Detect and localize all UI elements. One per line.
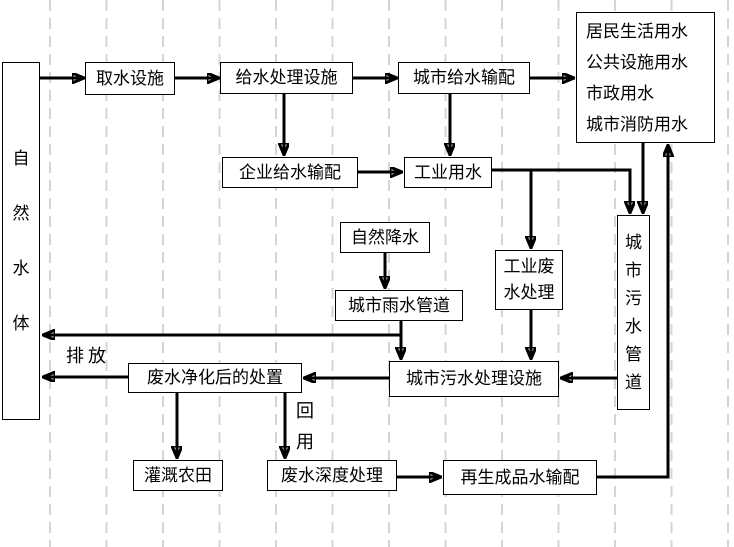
- vertical-char: 城: [625, 233, 642, 252]
- node-recycled-water-distribution: 再生成品水输配: [443, 460, 597, 495]
- vertical-char: 自: [12, 149, 30, 168]
- node-natural-precipitation: 自然降水: [340, 222, 430, 253]
- node-enterprise-water-distribution: 企业给水输配: [222, 157, 358, 188]
- node-water-intake: 取水设施: [85, 62, 175, 95]
- city-water-use-line: 城市消防用水: [586, 114, 688, 134]
- vertical-char: 市: [625, 261, 642, 280]
- node-advanced-wastewater-treatment: 废水深度处理: [267, 460, 397, 491]
- arrow-industrial-use-to-sewage-pipes: [492, 168, 630, 213]
- vertical-char: 用: [296, 432, 314, 452]
- node-city-water-distribution: 城市给水输配: [398, 62, 530, 94]
- node-city-water-use: 居民生活用水 公共设施用水 市政用水 城市消防用水: [576, 12, 715, 143]
- vertical-char: 污: [625, 289, 642, 308]
- city-water-use-line: 居民生活用水: [586, 21, 688, 41]
- node-industrial-water-use: 工业用水: [404, 157, 492, 188]
- vertical-char: 体: [12, 314, 30, 333]
- vertical-char: 然: [12, 204, 30, 223]
- node-farmland-irrigation: 灌溉农田: [133, 460, 223, 491]
- node-natural-water-body: 自然水体: [2, 62, 40, 420]
- node-city-rainwater-pipes: 城市雨水管道: [335, 290, 463, 321]
- node-industrial-wastewater-treatment: 工业废水处理: [495, 250, 563, 310]
- arrow-recycled-water-to-city-use: [597, 145, 668, 479]
- vertical-char: 管: [625, 345, 642, 364]
- node-wastewater-disposal: 废水净化后的处置: [128, 363, 302, 393]
- vertical-char: 水: [12, 259, 30, 278]
- node-water-supply-treatment: 给水处理设施: [220, 62, 353, 94]
- vertical-char: 回: [296, 401, 314, 421]
- node-city-sewage-pipes: 城市污水管道: [617, 215, 650, 410]
- label-reuse: 回用: [296, 402, 314, 451]
- city-water-use-line: 公共设施用水: [586, 52, 688, 72]
- vertical-char: 水: [625, 317, 642, 336]
- node-city-sewage-treatment: 城市污水处理设施: [389, 361, 559, 397]
- city-water-use-line: 市政用水: [586, 83, 654, 103]
- vertical-char: 道: [625, 373, 642, 392]
- label-discharge: 排放: [66, 346, 110, 366]
